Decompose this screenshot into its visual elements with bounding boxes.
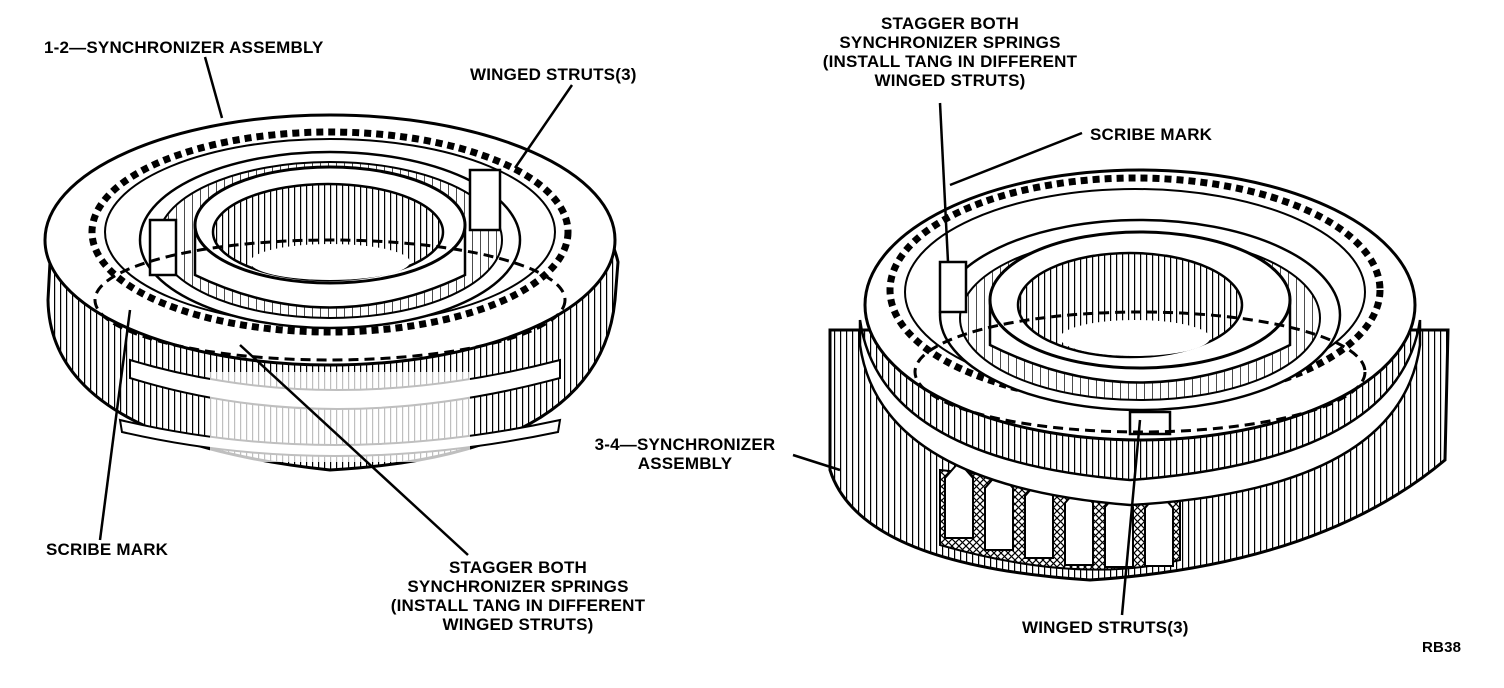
right-stagger-line-1: STAGGER BOTH bbox=[880, 14, 1020, 33]
right-synchronizer bbox=[828, 168, 1450, 582]
left-stagger-line-2: SYNCHRONIZER SPRINGS bbox=[407, 577, 629, 596]
right-stagger-line-2: SYNCHRONIZER SPRINGS bbox=[839, 33, 1061, 52]
left-stagger-line-1: STAGGER BOTH bbox=[448, 558, 588, 577]
label-left-stagger-note: STAGGER BOTH SYNCHRONIZER SPRINGS (INSTA… bbox=[368, 558, 668, 634]
label-right-stagger-note: STAGGER BOTH SYNCHRONIZER SPRINGS (INSTA… bbox=[800, 14, 1100, 90]
right-title-line-2: ASSEMBLY bbox=[637, 454, 733, 473]
left-stagger-line-4: WINGED STRUTS) bbox=[442, 615, 594, 634]
left-stagger-line-3: (INSTALL TANG IN DIFFERENT bbox=[390, 596, 646, 615]
figure-code: RB38 bbox=[1422, 639, 1462, 656]
label-right-winged-struts: WINGED STRUTS(3) bbox=[1022, 618, 1189, 637]
label-3-4-synchronizer-assembly: 3-4—SYNCHRONIZER ASSEMBLY bbox=[565, 435, 805, 473]
label-right-scribe-mark: SCRIBE MARK bbox=[1090, 125, 1213, 144]
label-left-winged-struts: WINGED STRUTS(3) bbox=[470, 65, 637, 84]
label-1-2-synchronizer-assembly: 1-2—SYNCHRONIZER ASSEMBLY bbox=[44, 38, 324, 57]
label-left-scribe-mark: SCRIBE MARK bbox=[46, 540, 169, 559]
right-stagger-line-4: WINGED STRUTS) bbox=[874, 71, 1026, 90]
leader-lines bbox=[98, 56, 1142, 616]
left-synchronizer bbox=[43, 113, 620, 472]
right-stagger-line-3: (INSTALL TANG IN DIFFERENT bbox=[822, 52, 1078, 71]
right-title-line-1: 3-4—SYNCHRONIZER bbox=[594, 435, 776, 454]
